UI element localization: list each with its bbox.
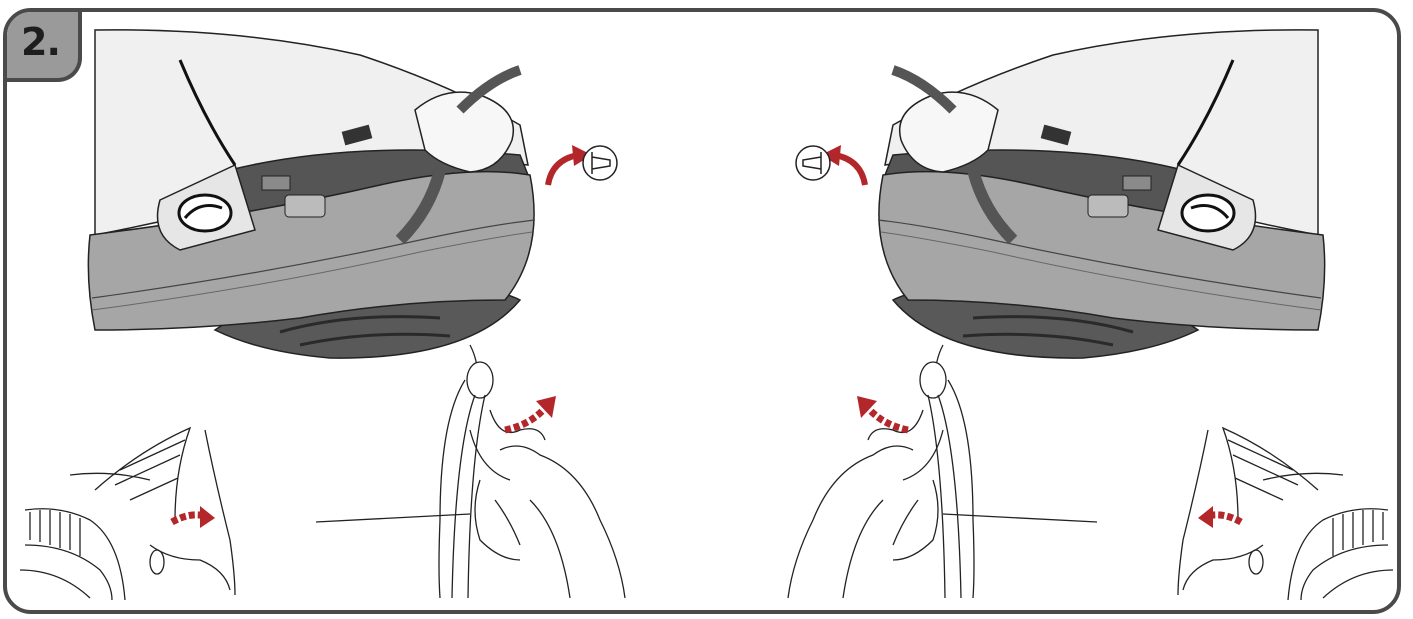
fender-underside-left — [88, 30, 535, 358]
rotate-arrow-icon — [1198, 506, 1241, 528]
pliers-icon — [316, 345, 625, 598]
push-rivet-icon — [583, 146, 617, 180]
pliers-icon — [788, 345, 1097, 598]
step-badge: 2. — [7, 12, 82, 82]
rotate-arrow-icon — [857, 396, 908, 430]
step-number: 2. — [21, 20, 60, 64]
rotate-arrow-icon — [505, 396, 556, 430]
push-rivet-icon — [796, 146, 830, 180]
rotate-arrow-icon — [172, 506, 215, 528]
fender-underside-right — [878, 30, 1325, 358]
